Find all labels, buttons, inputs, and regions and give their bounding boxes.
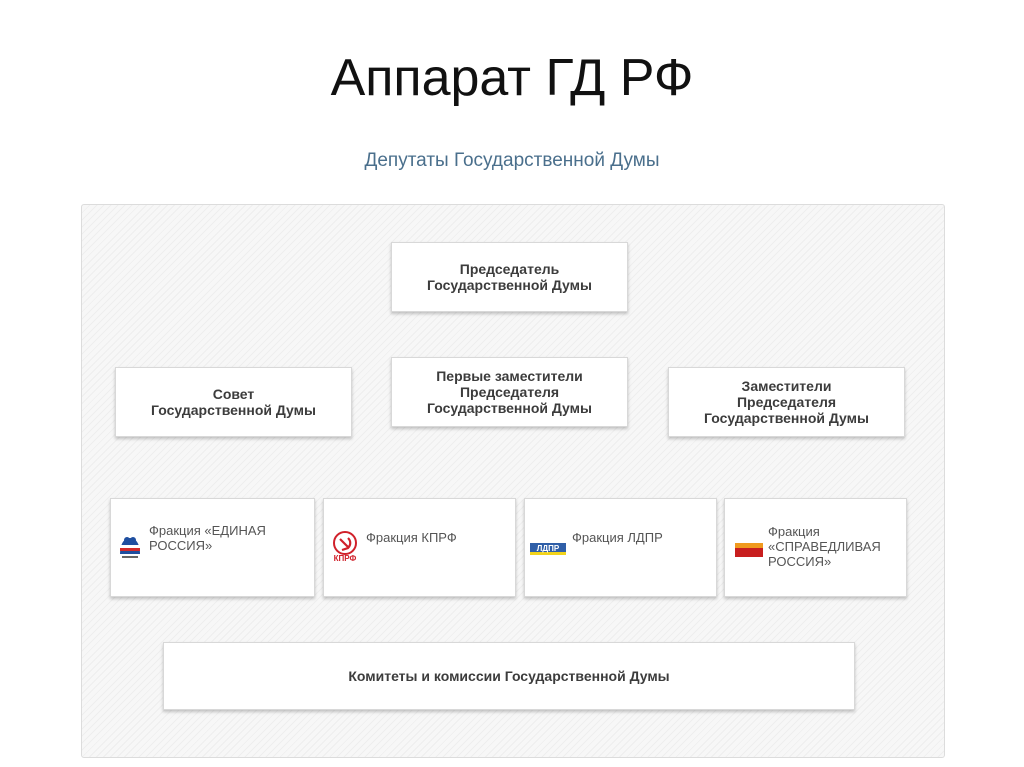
ldpr-logo-text: ЛДПР [537, 544, 560, 553]
first-deputies-box[interactable]: Первые заместители Председателя Государс… [391, 357, 628, 427]
united-russia-logo-icon [120, 537, 140, 558]
faction-just-russia[interactable]: Фракция «СПРАВЕДЛИВАЯ РОССИЯ» [724, 498, 907, 597]
faction-label: Фракция ЛДПР [572, 530, 663, 545]
slide-title: Аппарат ГД РФ [330, 49, 694, 107]
deputies-box[interactable]: Заместители Председателя Государственной… [668, 367, 905, 437]
faction-label: Фракция «ЕДИНАЯ РОССИЯ» [149, 523, 266, 553]
committees-label: Комитеты и комиссии Государственной Думы [348, 668, 670, 684]
council-box[interactable]: Совет Государственной Думы [115, 367, 352, 437]
faction-ldpr[interactable]: ЛДПР Фракция ЛДПР [524, 498, 717, 597]
ldpr-logo-icon: ЛДПР [530, 543, 566, 555]
first-deputies-label: Первые заместители Председателя Государс… [427, 368, 592, 416]
deputies-label: Заместители Председателя Государственной… [704, 378, 869, 426]
council-label: Совет Государственной Думы [151, 386, 316, 418]
diagram-subtitle: Депутаты Государственной Думы [364, 150, 660, 171]
committees-box[interactable]: Комитеты и комиссии Государственной Думы [163, 642, 855, 710]
faction-united-russia[interactable]: Фракция «ЕДИНАЯ РОССИЯ» [110, 498, 315, 597]
faction-label: Фракция «СПРАВЕДЛИВАЯ РОССИЯ» [768, 524, 881, 569]
faction-kprf[interactable]: КПРФ Фракция КПРФ [323, 498, 516, 597]
kprf-logo-icon: КПРФ [333, 531, 357, 562]
chairman-box[interactable]: Председатель Государственной Думы [391, 242, 628, 312]
kprf-logo-text: КПРФ [334, 554, 357, 562]
faction-label: Фракция КПРФ [366, 530, 457, 545]
chairman-label: Председатель Государственной Думы [427, 261, 592, 293]
just-russia-logo-icon [735, 543, 763, 557]
